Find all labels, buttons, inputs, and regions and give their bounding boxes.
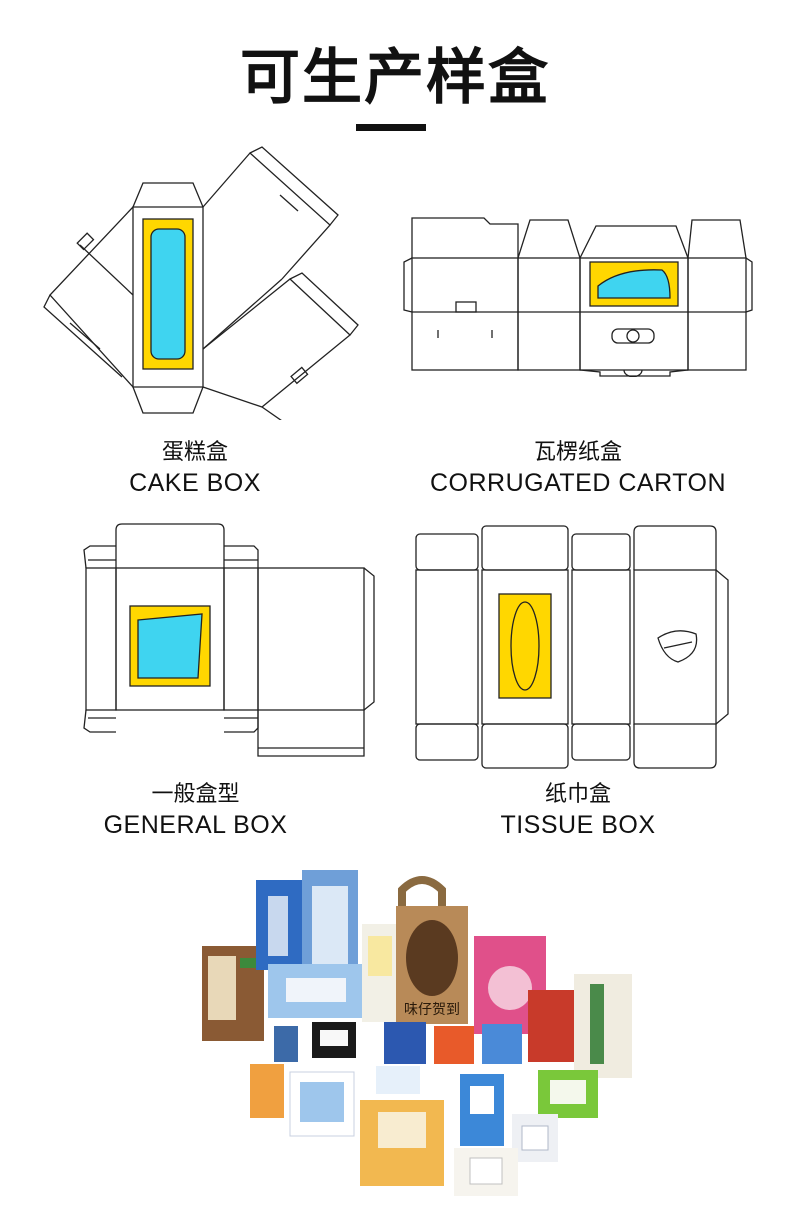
caption-cake-box: 蛋糕盒 CAKE BOX xyxy=(90,438,300,498)
tissue-box-name-en: TISSUE BOX xyxy=(500,811,656,839)
general-box-name-en: GENERAL BOX xyxy=(103,811,288,839)
tissue-box-name-cn: 纸巾盒 xyxy=(544,782,611,807)
corrugated-carton-dieline-icon xyxy=(400,212,755,377)
photo-label: 味仔贺到 xyxy=(404,1002,460,1018)
corrugated-carton-name-en: CORRUGATED CARTON xyxy=(429,469,727,497)
cake-box-dieline-icon xyxy=(40,145,360,420)
title-underline xyxy=(356,124,426,131)
general-box-dieline-icon xyxy=(78,520,380,760)
corrugated-carton-name-cn: 瓦楞纸盒 xyxy=(533,440,622,465)
caption-general-box: 一般盒型 GENERAL BOX xyxy=(88,780,303,840)
general-box-name-cn: 一般盒型 xyxy=(151,782,240,807)
cake-box-name-en: CAKE BOX xyxy=(129,469,261,497)
caption-tissue-box: 纸巾盒 TISSUE BOX xyxy=(468,780,688,840)
caption-corrugated-carton: 瓦楞纸盒 CORRUGATED CARTON xyxy=(418,438,738,498)
sample-boxes-photo: 味仔贺到 xyxy=(190,866,640,1201)
cake-box-name-cn: 蛋糕盒 xyxy=(161,440,228,465)
tissue-box-dieline-icon xyxy=(410,522,740,772)
page-title: 可生产样盒 xyxy=(240,43,550,113)
